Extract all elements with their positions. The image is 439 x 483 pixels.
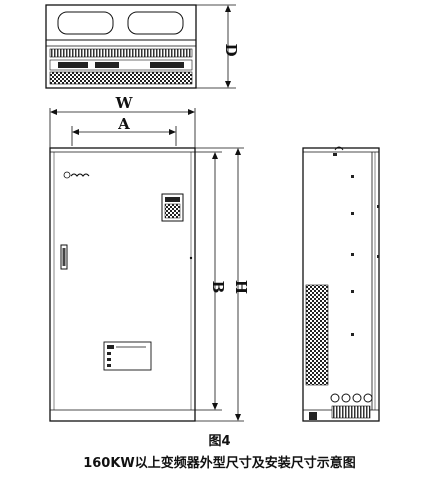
side-rail-mark-2 bbox=[377, 255, 379, 258]
dim-a-arrow-left bbox=[72, 129, 79, 135]
nameplate bbox=[103, 341, 152, 371]
nameplate-dot-4 bbox=[107, 364, 111, 367]
top-view: D bbox=[45, 4, 240, 89]
door-lock-dot bbox=[189, 256, 193, 260]
top-opening-right bbox=[127, 11, 184, 35]
side-mount-dot-4 bbox=[351, 290, 354, 293]
terminal-block-b bbox=[95, 62, 119, 68]
dim-a-label: A bbox=[117, 115, 130, 133]
side-top-tab bbox=[333, 153, 337, 156]
dim-w-arrow-left bbox=[50, 109, 57, 115]
cable-gland-2 bbox=[341, 393, 351, 403]
side-bottom-grille bbox=[331, 405, 371, 419]
nameplate-dot-3 bbox=[107, 358, 111, 361]
dim-d-arrow-bottom bbox=[225, 81, 231, 88]
keypad-panel bbox=[161, 193, 184, 222]
brand-logo bbox=[63, 171, 90, 179]
side-mount-dot-3 bbox=[351, 253, 354, 256]
dim-h-label: H bbox=[232, 280, 250, 294]
side-ground-mark bbox=[309, 412, 317, 420]
side-mount-dot-1 bbox=[351, 175, 354, 178]
dim-d-label: D bbox=[222, 43, 240, 56]
dim-d-arrow-top bbox=[225, 5, 231, 12]
terminal-block-c bbox=[150, 62, 184, 68]
dim-h-arrow-bottom bbox=[235, 414, 241, 421]
drawing-canvas: D W A bbox=[45, 4, 380, 422]
top-vent-grid bbox=[49, 71, 193, 85]
cable-gland-1 bbox=[330, 393, 340, 403]
terminal-row-1 bbox=[49, 48, 193, 58]
dim-b-label: B bbox=[209, 281, 227, 294]
dim-w-label: W bbox=[115, 94, 134, 112]
top-opening-left bbox=[57, 11, 114, 35]
side-mount-dot-5 bbox=[351, 333, 354, 336]
cable-gland-3 bbox=[352, 393, 362, 403]
side-rail-mark-1 bbox=[377, 205, 379, 208]
keypad-buttons bbox=[164, 203, 181, 219]
cable-gland-4 bbox=[363, 393, 373, 403]
dim-b-arrow-bottom bbox=[212, 403, 218, 410]
front-view: W A bbox=[49, 94, 250, 422]
dim-h-arrow-top bbox=[235, 148, 241, 155]
side-view bbox=[302, 146, 380, 422]
dim-w-arrow-right bbox=[188, 109, 195, 115]
terminal-block-a bbox=[58, 62, 88, 68]
dim-a-arrow-right bbox=[169, 129, 176, 135]
terminal-row-2 bbox=[49, 59, 193, 71]
nameplate-mark bbox=[107, 345, 114, 349]
nameplate-dot-2 bbox=[107, 352, 111, 355]
dim-b-arrow-top bbox=[212, 152, 218, 159]
keypad-display bbox=[165, 197, 180, 202]
figure-number: 图4 bbox=[208, 434, 231, 449]
side-vent-grid bbox=[305, 284, 329, 386]
figure-title: 160KW以上变频器外型尺寸及安装尺寸示意图 bbox=[83, 456, 356, 471]
door-handle-grip bbox=[62, 248, 66, 266]
side-lifting-hook bbox=[334, 146, 344, 151]
side-mount-dot-2 bbox=[351, 212, 354, 215]
cabinet-outline bbox=[49, 147, 196, 422]
